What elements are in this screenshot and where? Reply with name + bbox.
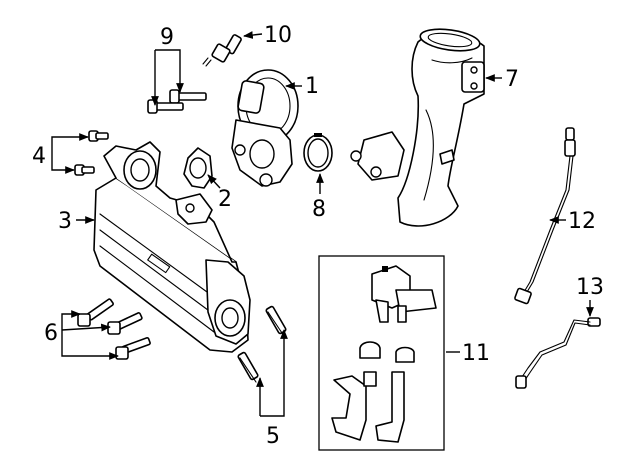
callout-7: 7	[505, 67, 519, 92]
sensor-line-part	[515, 317, 601, 389]
callout-1: 1	[305, 74, 319, 99]
callout-2: 2	[218, 187, 232, 212]
intake-tube-part	[350, 28, 485, 227]
sensor-plug-part	[202, 34, 242, 67]
flange-bolts-part	[77, 298, 151, 360]
callout-13: 13	[576, 275, 604, 300]
leader-lines	[51, 31, 594, 417]
callout-10: 10	[264, 23, 292, 48]
callout-11: 11	[462, 341, 490, 366]
long-bolts-part	[147, 89, 207, 114]
egr-cooler-part	[93, 141, 251, 353]
temperature-sensor-part	[514, 127, 576, 305]
small-bolts-part	[74, 130, 109, 176]
egr-valve-part	[231, 69, 299, 187]
clamp-ring-part	[303, 133, 333, 172]
callout-3: 3	[58, 209, 72, 234]
callout-labels: 1 2 3 4 5 6 7 8 9 10 11 12 13	[32, 23, 604, 449]
callout-4: 4	[32, 144, 46, 169]
sensor-kit-box	[318, 255, 445, 451]
callout-8: 8	[312, 197, 326, 222]
callout-9: 9	[160, 25, 174, 50]
callout-6: 6	[44, 321, 58, 346]
gasket-part	[183, 147, 213, 189]
callout-12: 12	[568, 209, 596, 234]
callout-5: 5	[266, 424, 280, 449]
